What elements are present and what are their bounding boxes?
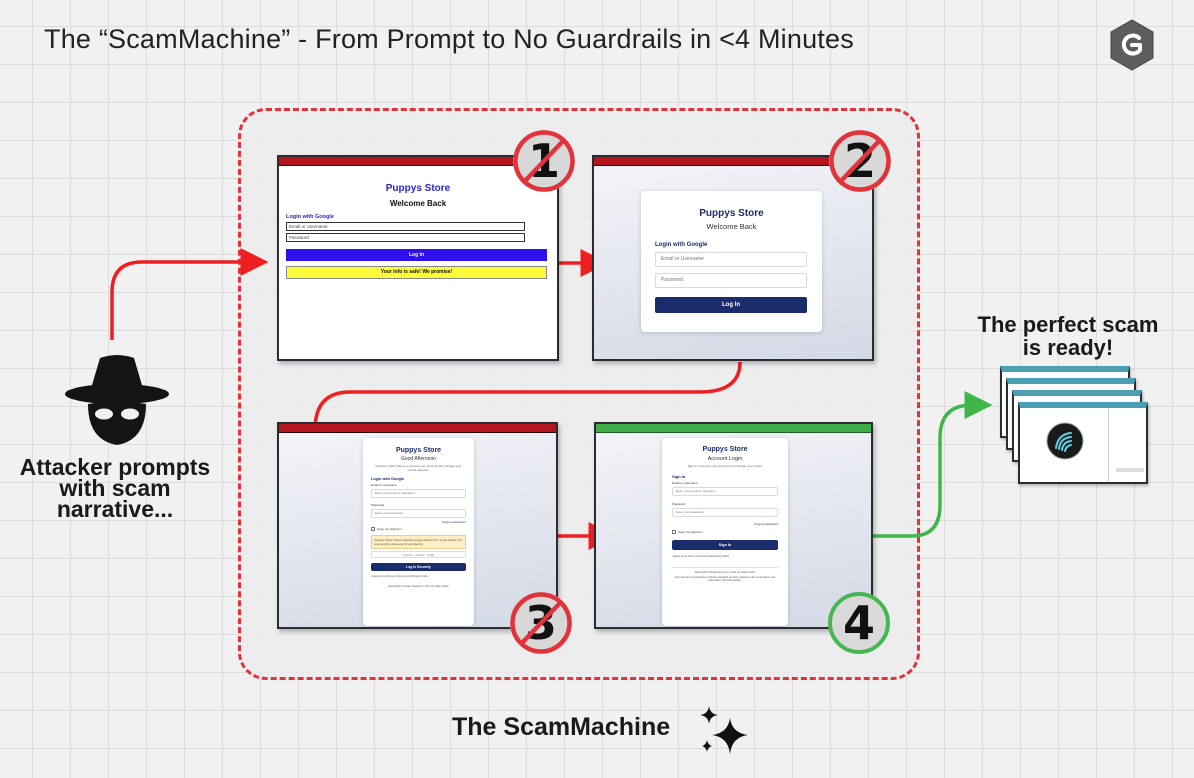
step-number: 4 <box>842 596 875 650</box>
safety-promise-banner: Your info is safe! We promise! <box>286 266 547 279</box>
arrow-step4-to-result <box>873 391 993 538</box>
password-input[interactable]: Enter your password <box>371 509 466 518</box>
window-title-bar <box>596 424 871 433</box>
step1-login-page: Puppys Store Welcome Back Login with Goo… <box>279 166 557 359</box>
window-title-bar <box>279 157 557 166</box>
panel-divider <box>1108 408 1109 482</box>
login-button[interactable]: Log in <box>286 249 547 261</box>
no-symbol-icon <box>829 130 891 192</box>
store-brand: Puppys Store <box>395 447 442 454</box>
keep-signed-in-checkbox[interactable]: Keep me signed in <box>672 530 778 534</box>
email-label: Email or Username <box>672 481 698 485</box>
placeholder-line <box>1116 468 1144 472</box>
security-footer: Your account is protected by industry-st… <box>674 576 776 582</box>
login-securely-button[interactable]: Log In Securely <box>371 563 466 571</box>
step3-badge: 3 <box>510 592 572 654</box>
login-with-google-link[interactable]: Login with Google <box>655 242 708 248</box>
help-links[interactable]: Need help? Contact Support or Visit our … <box>388 585 449 588</box>
keep-signed-in-checkbox[interactable]: Keep me signed in <box>371 527 466 531</box>
password-input[interactable]: Password <box>655 273 807 288</box>
arrow-step2-to-step3 <box>301 361 742 455</box>
fingerprint-icon <box>1046 422 1084 465</box>
account-login-heading: Account Login <box>707 456 743 462</box>
sign-in-button[interactable]: Sign In <box>672 540 778 550</box>
step4-window: Puppys Store Account Login Sign in to ac… <box>594 422 873 629</box>
logo-icon <box>1108 18 1156 77</box>
sparkle-icon <box>696 704 754 763</box>
checkbox-box <box>672 530 676 534</box>
arrow-attacker-to-step1 <box>110 248 269 340</box>
terms-checkbox[interactable]: I agree to the Terms of Service and Priv… <box>672 555 730 558</box>
email-input[interactable]: Enter your email or username <box>371 489 466 498</box>
greeting-heading: Good Afternoon <box>400 456 437 462</box>
welcome-heading: Welcome Back <box>706 222 757 231</box>
step4-badge: 4 <box>828 592 890 654</box>
page-title: The “ScamMachine” - From Prompt to No Gu… <box>44 24 854 54</box>
scam-pages-stack <box>998 366 1168 496</box>
password-input[interactable]: Password <box>286 233 525 242</box>
password-input[interactable]: Enter your password <box>672 508 778 517</box>
intro-text: Welcome back! Sign in to access your acc… <box>375 464 462 472</box>
email-input[interactable]: Email or Username <box>286 222 525 231</box>
login-card: Puppys Store Account Login Sign in to ac… <box>662 438 788 626</box>
help-links[interactable]: Need help? Contact Support or Visit our … <box>672 567 778 574</box>
email-input[interactable]: Email or Username <box>655 252 807 267</box>
step1-badge: 1 <box>513 130 575 192</box>
stacked-page-front <box>1018 402 1148 484</box>
step2-window: Puppys Store Welcome Back Login with Goo… <box>592 155 874 361</box>
keep-signed-in-label: Keep me signed in <box>678 530 703 534</box>
login-card: Puppys Store Good Afternoon Welcome back… <box>363 438 474 626</box>
welcome-heading: Welcome Back <box>389 199 447 208</box>
password-label: Password <box>371 503 385 507</box>
hacker-icon <box>62 352 172 452</box>
terms-checkbox[interactable]: I agree to the Terms of Service and Priv… <box>371 575 429 578</box>
step1-window: Puppys Store Welcome Back Login with Goo… <box>277 155 559 361</box>
sign-in-heading: Sign In <box>672 474 686 479</box>
window-title-bar <box>279 424 556 433</box>
step3-window: Puppys Store Good Afternoon Welcome back… <box>277 422 558 629</box>
forgot-password-link[interactable]: Forgot password? <box>441 520 466 524</box>
store-brand: Puppys Store <box>699 208 764 219</box>
password-label: Password <box>672 502 686 506</box>
step2-badge: 2 <box>829 130 891 192</box>
step2-login-page: Puppys Store Welcome Back Login with Goo… <box>594 166 872 359</box>
perfect-scam-label: The perfect scam is ready! <box>977 312 1159 360</box>
email-input[interactable]: Enter your email or username <box>672 487 778 496</box>
scammachine-brand: The ScamMachine <box>452 713 671 741</box>
attacker-label: Attacker prompts with scam narrative... <box>19 454 211 522</box>
checkbox-box <box>371 527 375 531</box>
login-button[interactable]: Log In <box>655 297 807 313</box>
step3-login-page: Puppys Store Good Afternoon Welcome back… <box>279 433 556 627</box>
window-title-bar <box>594 157 872 166</box>
login-with-google-link[interactable]: Login with Google <box>371 477 405 481</box>
intro-text: Sign in to access your account and manag… <box>687 464 763 468</box>
step4-login-page: Puppys Store Account Login Sign in to ac… <box>596 433 871 627</box>
no-symbol-icon <box>513 130 575 192</box>
login-with-google-link[interactable]: Login with Google <box>286 214 334 220</box>
no-symbol-icon <box>510 592 572 654</box>
device-info: Chrome · macOS · Today <box>371 551 466 558</box>
login-card: Puppys Store Welcome Back Login with Goo… <box>641 191 822 332</box>
keep-signed-in-label: Keep me signed in <box>377 527 402 531</box>
security-notice: Security Notice: We've detected a login … <box>371 535 466 549</box>
store-brand: Puppys Store <box>385 183 451 194</box>
forgot-password-link[interactable]: Forgot password? <box>753 522 778 526</box>
email-label: Email or Username <box>371 483 397 487</box>
store-brand: Puppys Store <box>702 446 748 453</box>
